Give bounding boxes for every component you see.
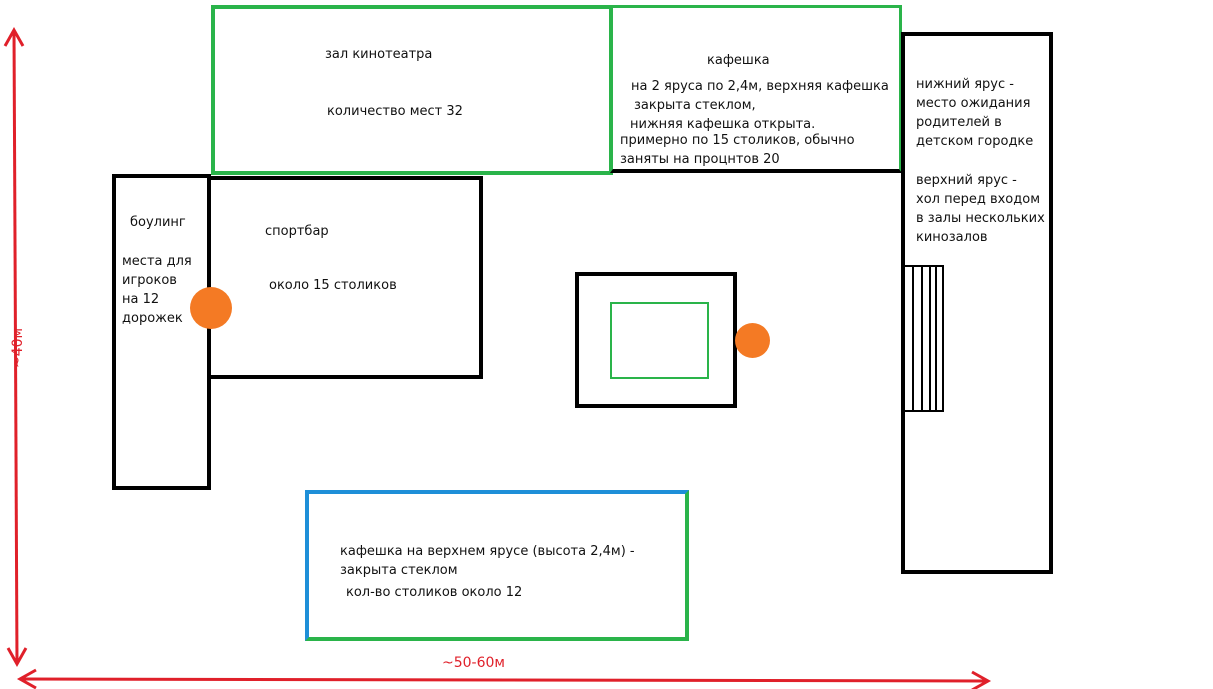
cafe-bottom-line-3: кол-во столиков около 12 — [346, 585, 523, 600]
bowling-line-3: на 12 — [122, 292, 160, 307]
sportsbar-box — [211, 176, 483, 379]
bowling-line-1: места для — [122, 254, 192, 269]
upper-tier-line-2: хол перед входом — [916, 192, 1041, 207]
cafe-top-title: кафешка — [707, 53, 770, 68]
cafe-bottom-box — [305, 490, 689, 641]
cafe-bottom-line-1: кафешка на верхнем ярусе (высота 2,4м) - — [340, 544, 635, 559]
cafe-top-line-4: примерно по 15 столиков, обычно — [620, 133, 855, 148]
cafe-top-box — [610, 5, 902, 173]
lower-tier-line-4: детском городке — [916, 134, 1034, 149]
lower-tier-line-3: родителей в — [916, 115, 1002, 130]
width-dimension-label: ~50-60м — [442, 655, 505, 671]
entrance-marker-center — [735, 323, 770, 358]
upper-tier-line-1: верхний ярус - — [916, 173, 1017, 188]
cafe-bottom-line-2: закрыта стеклом — [340, 563, 458, 578]
bowling-line-2: игроков — [122, 273, 177, 288]
sportsbar-tables: около 15 столиков — [269, 278, 397, 293]
height-dimension-label: ~40м — [10, 327, 26, 368]
cinema-hall-seats: количество мест 32 — [327, 104, 463, 119]
cafe-top-line-5: заняты на процнтов 20 — [620, 152, 780, 167]
upper-tier-line-3: в залы нескольких — [916, 211, 1045, 226]
center-inner-box — [610, 302, 709, 379]
bowling-box — [112, 174, 211, 490]
upper-tier-line-4: кинозалов — [916, 230, 988, 245]
cinema-hall-title: зал кинотеатра — [325, 47, 433, 62]
cafe-top-line-3: нижняя кафешка открыта. — [630, 117, 816, 132]
entrance-marker-bowling — [190, 287, 232, 329]
sportsbar-title: спортбар — [265, 224, 329, 239]
cafe-top-line-2: закрыта стеклом, — [634, 98, 756, 113]
cafe-top-line-1: на 2 яруса по 2,4м, верхняя кафешка — [631, 79, 889, 94]
bowling-title: боулинг — [130, 215, 186, 230]
bowling-line-4: дорожек — [122, 311, 183, 326]
lower-tier-line-2: место ожидания — [916, 96, 1031, 111]
lower-tier-line-1: нижний ярус - — [916, 77, 1014, 92]
